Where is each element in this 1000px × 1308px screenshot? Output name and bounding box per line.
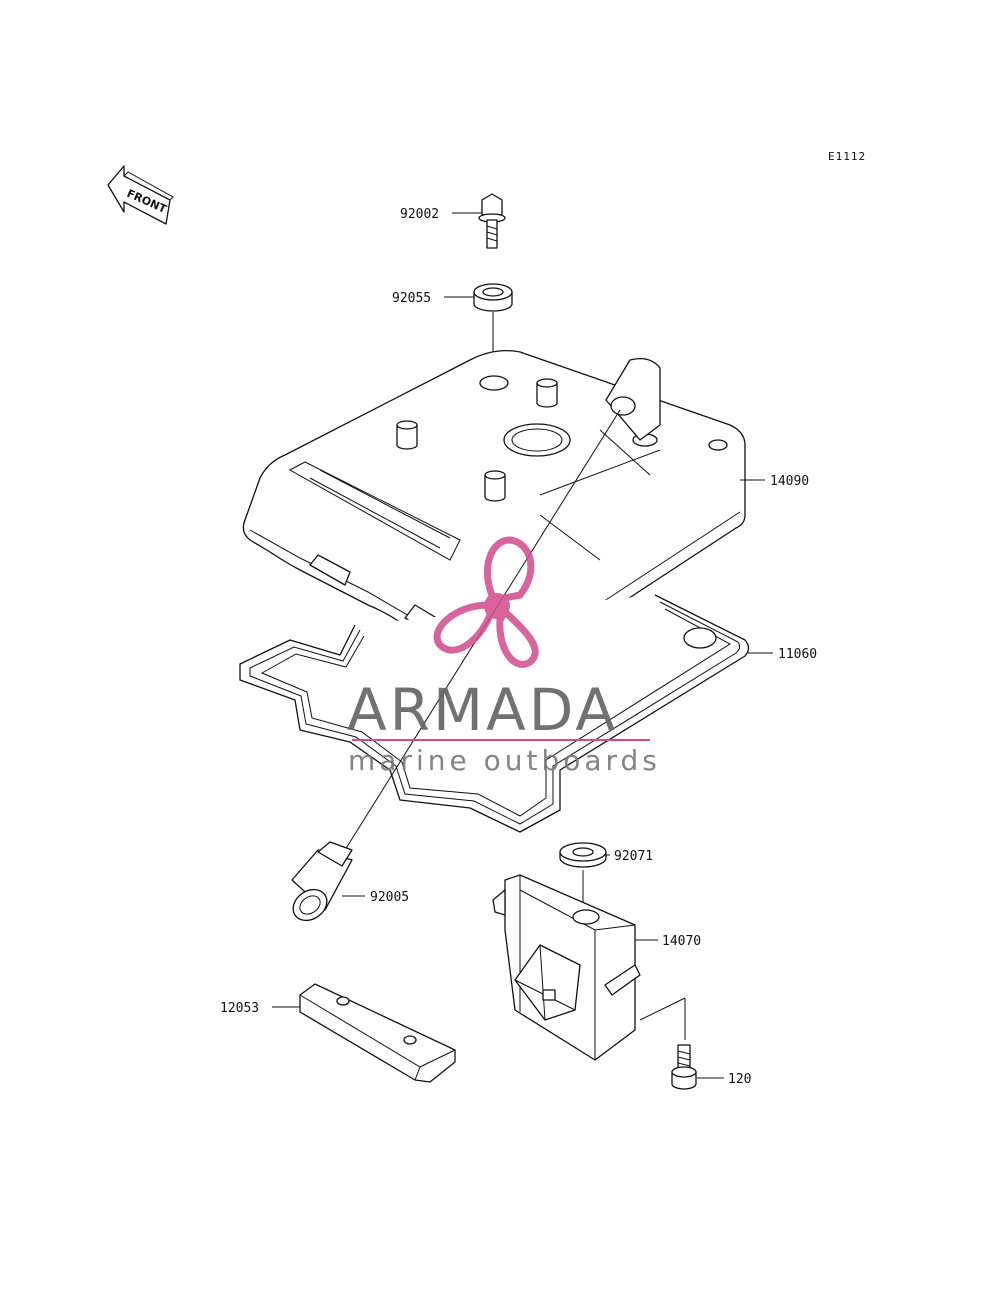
watermark: ARMADA marine outboards	[347, 536, 661, 777]
sleeve-92005	[291, 841, 353, 922]
washer-92071	[559, 842, 607, 868]
part-number-92071: 92071	[614, 849, 653, 864]
part-number-14070: 14070	[662, 934, 701, 949]
diagram-code: E1112	[828, 150, 866, 163]
watermark-brand: ARMADA	[347, 676, 618, 744]
propeller-logo	[433, 536, 539, 668]
part-number-92005: 92005	[370, 890, 409, 905]
cylinder-head-cover-14090	[242, 349, 746, 675]
part-number-92055: 92055	[392, 291, 431, 306]
bolt-92002	[478, 193, 506, 249]
front-arrow: FRONT	[107, 165, 174, 225]
part-number-12053: 12053	[220, 1001, 259, 1016]
bolt-120	[671, 1044, 697, 1090]
plate-12053	[299, 983, 456, 1083]
part-number-11060: 11060	[778, 647, 817, 662]
gasket-11060	[239, 594, 750, 833]
part-number-92002: 92002	[400, 207, 439, 222]
part-number-14090: 14090	[770, 474, 809, 489]
bracket-14070	[492, 874, 641, 1061]
watermark-tagline: marine outboards	[348, 744, 661, 777]
part-number-120: 120	[728, 1072, 751, 1087]
grommet-92055	[473, 283, 513, 312]
